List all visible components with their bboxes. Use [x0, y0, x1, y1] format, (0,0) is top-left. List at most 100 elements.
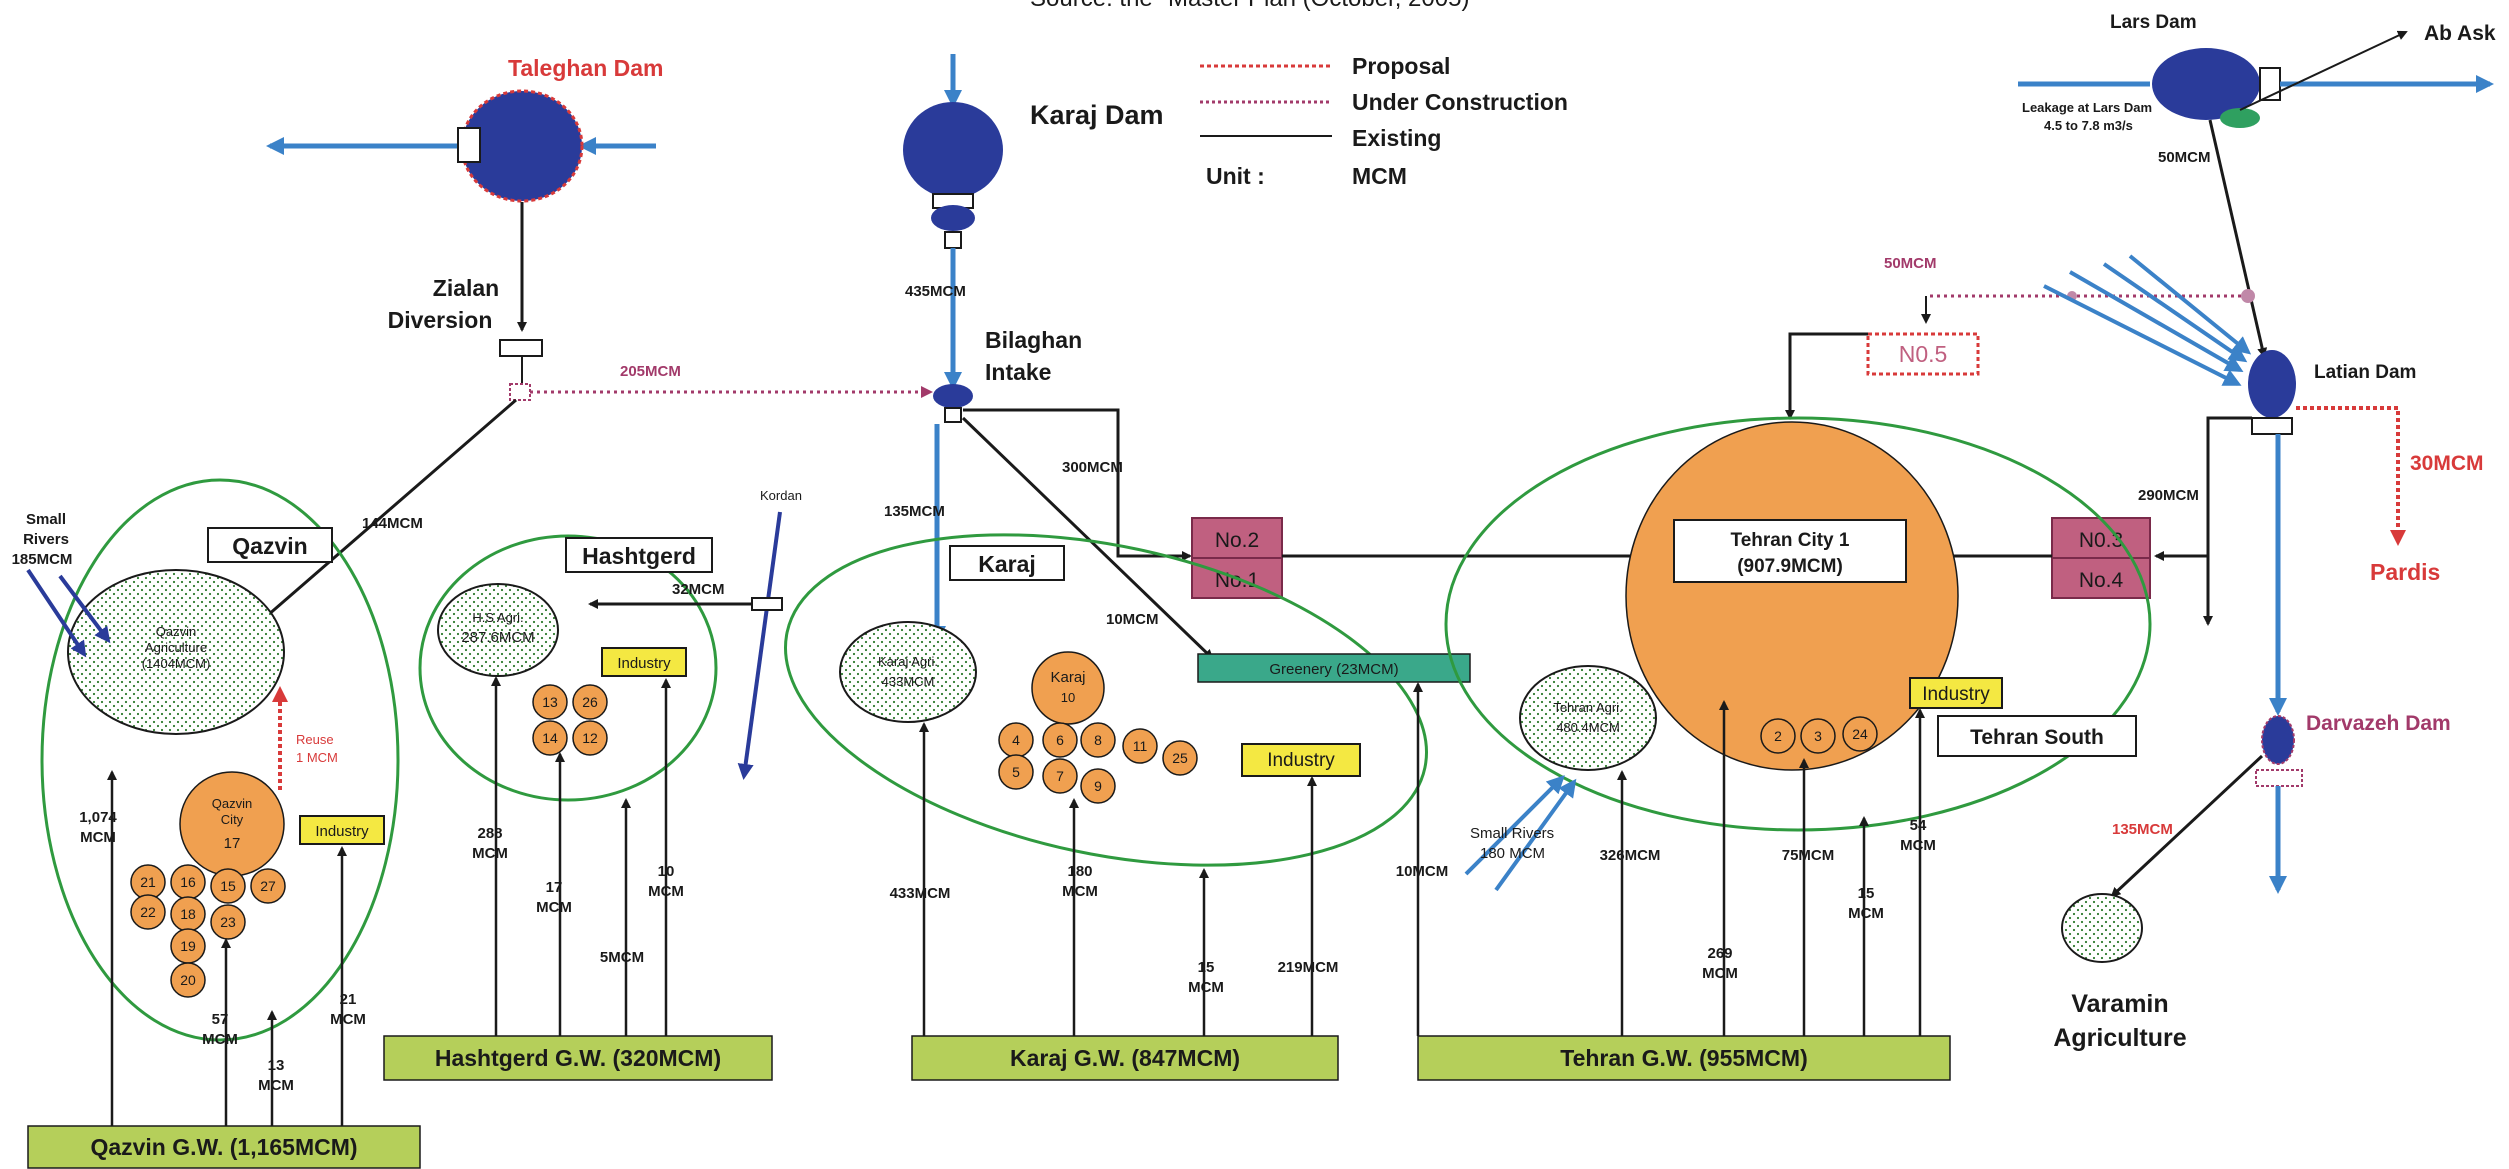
- q57-label: 57: [212, 1011, 229, 1028]
- bilaghan-to-greenery-flow: [961, 416, 1214, 660]
- karaj-industry-box: [1241, 743, 1361, 777]
- lars-dam-group: Lars Dam Ab Ask Leakage at Lars Dam 4.5 …: [2018, 12, 2496, 358]
- qazvin-agri-label-3: (1404MCM): [142, 656, 211, 671]
- t326-label: 326MCM: [1600, 847, 1661, 864]
- small-rivers-t-label: Small Rivers: [1470, 825, 1554, 842]
- tehran-gw-bar: [1417, 1035, 1951, 1081]
- bilaghan-intake-group: Bilaghan Intake 135MCM 300MCM 10MCM: [884, 327, 1214, 660]
- small-rivers-t-label-2: 180 MCM: [1480, 845, 1545, 862]
- river-inflow-2: [2069, 270, 2244, 372]
- karaj-dam-outlet: [931, 205, 975, 231]
- karaj-dam-valve: [944, 231, 962, 249]
- karaj-agri-label: Karaj Agri.: [878, 654, 938, 669]
- legend-under-construction-label: Under Construction: [1352, 89, 1568, 115]
- qazvin-agri-label-2: Agriculture: [145, 640, 207, 655]
- zialan-junction-box: [509, 383, 531, 401]
- qazvin-area-circle: [130, 894, 166, 930]
- t269-label: 269: [1707, 945, 1732, 962]
- lars-leakage-marker: [2220, 108, 2260, 128]
- kordan-label: Kordan: [760, 488, 802, 503]
- k15-label-2: MCM: [1188, 979, 1224, 996]
- karaj-area-circle: [1122, 728, 1158, 764]
- karaj-area-circle: [998, 754, 1034, 790]
- darvazeh-dam-label: Darvazeh Dam: [2306, 712, 2451, 735]
- latian-dam-gate: [2251, 417, 2293, 435]
- latian-dam-label: Latian Dam: [2314, 362, 2416, 383]
- tehran-area-number: 24: [1852, 726, 1868, 742]
- qazvin-area-number: 23: [220, 914, 236, 930]
- t15-label-2: MCM: [1848, 905, 1884, 922]
- no2-plant-label: No.2: [1215, 529, 1259, 552]
- small-rivers-q-label-2: Rivers: [23, 531, 69, 548]
- treatment-plants: No.2 No.1 N0.5 N0.3 No.4: [1191, 332, 2151, 599]
- karaj-gw-label: Karaj G.W. (847MCM): [1010, 1045, 1240, 1071]
- h10-label: 10: [658, 863, 675, 880]
- tehran-region: Tehran City 1 (907.9MCM) Tehran Agri. 48…: [1444, 416, 2152, 892]
- k433-label: 433MCM: [890, 885, 951, 902]
- latian-dam-group: Latian Dam 290MCM 30MCM Pardis: [2138, 350, 2484, 716]
- tehran-boundary: [1444, 416, 2152, 832]
- flow-50a-label: 50MCM: [2158, 149, 2211, 166]
- flow-50b-label: 50MCM: [1884, 255, 1937, 272]
- flow-32-label: 32MCM: [672, 581, 725, 598]
- karaj-dam-group: Karaj Dam 435MCM: [903, 54, 1164, 390]
- small-river-t-2: [1494, 778, 1577, 892]
- karaj-area-number: 5: [1012, 764, 1020, 780]
- zialan-diversion-structure: [499, 339, 543, 357]
- zialan-label-line2: Diversion: [388, 307, 493, 333]
- qazvin-boundary: [40, 478, 400, 1042]
- hashtgerd-area-circle: [572, 684, 608, 720]
- river-inflow-3: [2102, 262, 2248, 363]
- small-river-t-1: [1464, 775, 1565, 876]
- varamin-label-line2: Agriculture: [2053, 1024, 2186, 1052]
- lars-leakage-flow: [2239, 30, 2408, 111]
- qazvin-label-box: [207, 527, 333, 563]
- darvazeh-to-varamin-flow: [2110, 754, 2264, 898]
- no5-feed: 50MCM: [1785, 255, 2255, 420]
- tehran-city-label: Tehran City 1: [1731, 530, 1850, 551]
- zialan-to-qazvin-agri-flow: [258, 398, 517, 624]
- bilaghan-label: Bilaghan: [985, 327, 1082, 353]
- taleghan-dam-group: Taleghan Dam: [266, 55, 664, 332]
- karaj-region: Karaj Karaj Agri. 433MCM Karaj 10 Indust…: [784, 533, 1471, 867]
- flow-135a-label: 135MCM: [884, 503, 945, 520]
- karaj-area-number: 8: [1094, 732, 1102, 748]
- h288-label: 288: [477, 825, 502, 842]
- bilaghan-to-no2-flow: [963, 408, 1192, 561]
- t75-label: 75MCM: [1782, 847, 1835, 864]
- karaj-agri-field: [839, 621, 977, 723]
- lars-leakage-label: Leakage at Lars Dam: [2022, 100, 2152, 115]
- legend-unit-value: MCM: [1352, 163, 1407, 189]
- karaj-area-number: 6: [1056, 732, 1064, 748]
- varamin-agri-field: [2061, 893, 2143, 963]
- flow-435-label: 435MCM: [905, 283, 966, 300]
- hashtgerd-gw-bar: [383, 1035, 773, 1081]
- q13-label-2: MCM: [258, 1077, 294, 1094]
- qazvin-city-label: Qazvin: [212, 796, 252, 811]
- tehran-industry-label: Industry: [1922, 684, 1990, 705]
- zialan-diversion-group: Zialan Diversion 205MCM 144MCM: [258, 275, 933, 624]
- k180-label-2: MCM: [1062, 883, 1098, 900]
- k219-label: 219MCM: [1278, 959, 1339, 976]
- qazvin-city-label-2: City: [221, 812, 244, 827]
- hashtgerd-area-circle: [532, 720, 568, 756]
- legend-proposal-label: Proposal: [1352, 53, 1450, 79]
- no5-junction-node: [2241, 289, 2255, 303]
- h5-label: 5MCM: [600, 949, 644, 966]
- hashtgerd-label: Hashtgerd: [582, 543, 696, 569]
- ab-ask-label: Ab Ask: [2424, 22, 2496, 45]
- flow-300-label: 300MCM: [1062, 459, 1123, 476]
- lars-dam-reservoir: [2152, 48, 2260, 120]
- zialan-label: Zialan: [433, 275, 499, 301]
- no5-plant-box: [1866, 332, 1980, 376]
- karaj-city-circle: [1031, 651, 1105, 725]
- tehran-city-label-box: [1673, 519, 1907, 583]
- karaj-area-number: 9: [1094, 778, 1102, 794]
- karaj-area-number: 7: [1056, 768, 1064, 784]
- flow-205-label: 205MCM: [620, 363, 681, 380]
- reuse-label: Reuse: [296, 732, 334, 747]
